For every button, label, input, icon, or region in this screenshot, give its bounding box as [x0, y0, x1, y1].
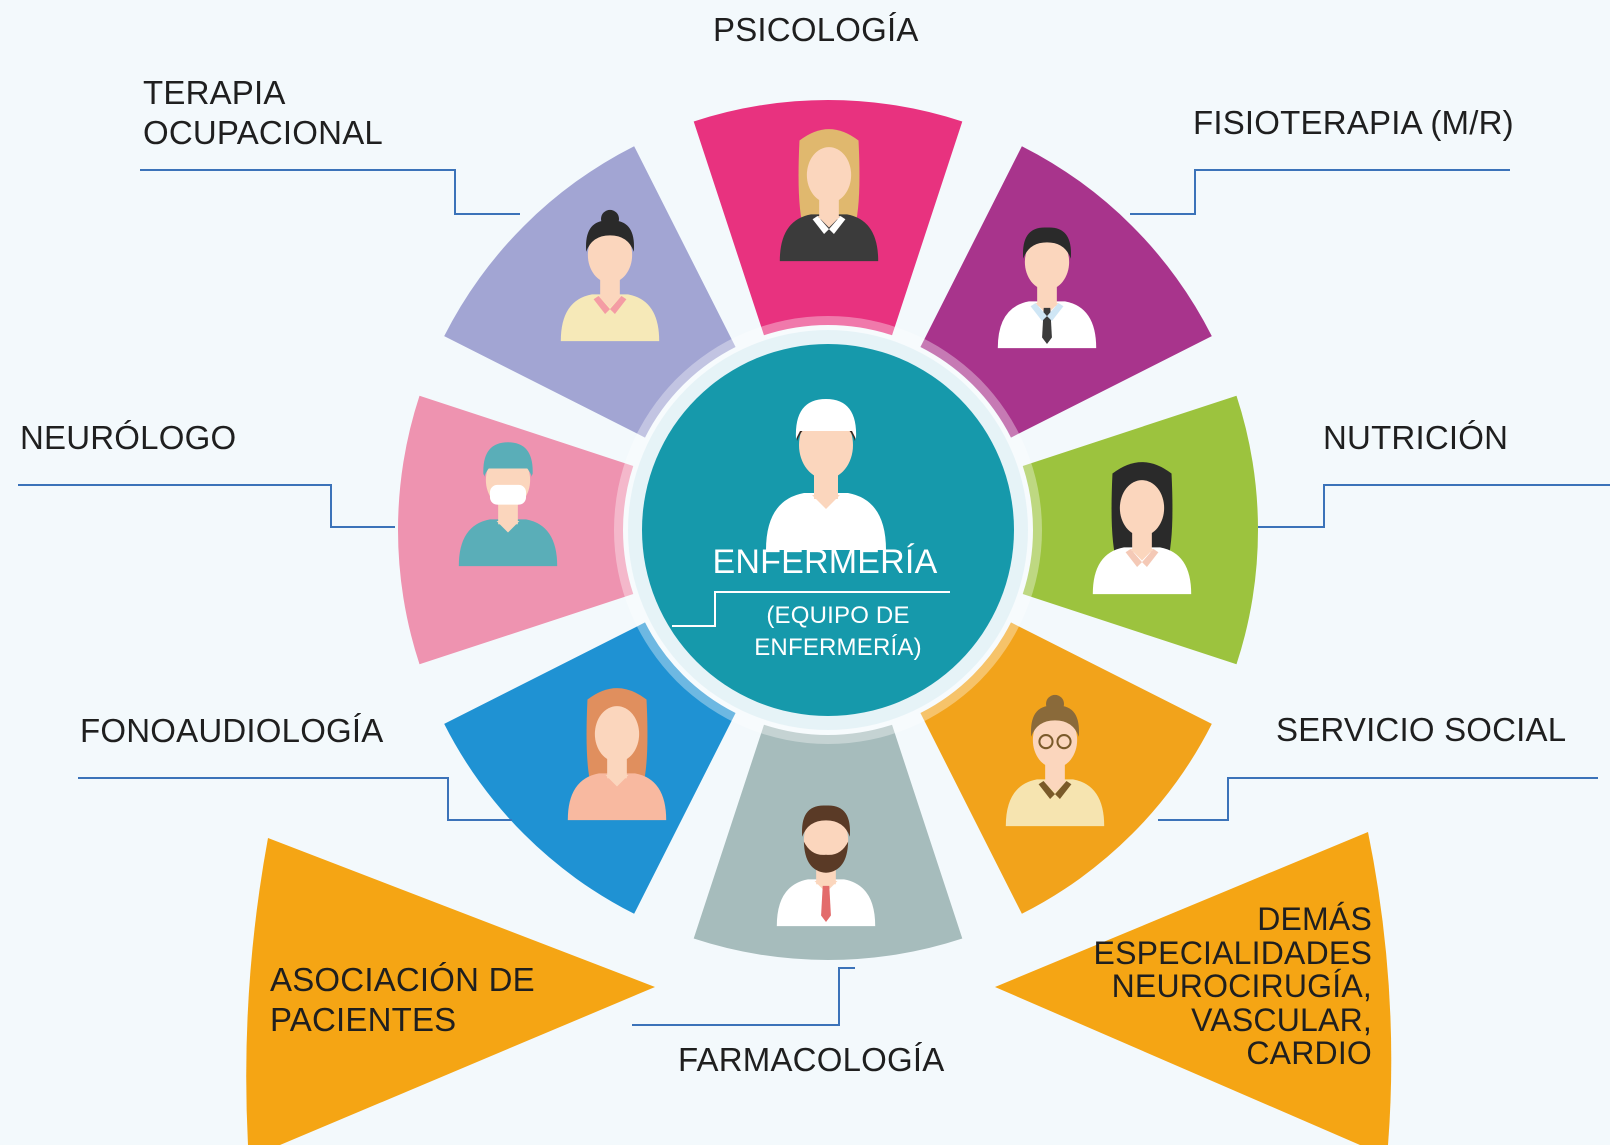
label-nutricion: NUTRICIÓN [1323, 419, 1509, 456]
connector-neurologo [18, 484, 395, 528]
segment-terapia-ocupacional [444, 146, 736, 438]
nurse-icon [766, 399, 886, 550]
center-subtitle-line1: (EQUIPO DE [766, 602, 910, 629]
connector-fonoaudiologia [78, 777, 512, 821]
segment-fisioterapia [920, 146, 1212, 438]
wedge-demas-especialidades [995, 832, 1392, 1145]
connector-terapia [140, 169, 520, 215]
label-neurologo: NEURÓLOGO [20, 419, 237, 456]
label-terapia-ocupacional: TERAPIA OCUPACIONAL [143, 74, 383, 151]
label-fisioterapia: FISIOTERAPIA (M/R) [1193, 104, 1514, 141]
label-demas-especialidades: DEMÁS ESPECIALIDADES NEUROCIRUGÍA, VASCU… [1093, 901, 1372, 1072]
wedge-asociacion-pacientes [246, 838, 655, 1145]
connector-servicio-social [1158, 777, 1598, 821]
neurologist-icon [458, 442, 558, 567]
label-psicologia: PSICOLOGÍA [713, 11, 919, 48]
center-subtitle-line2: ENFERMERÍA) [754, 634, 922, 661]
label-fonoaudiologia: FONOAUDIOLOGÍA [80, 712, 384, 749]
center-divider-line [672, 591, 950, 627]
center-title: ENFERMERÍA [712, 543, 938, 581]
speech-therapist-icon [567, 688, 667, 821]
segment-servicio-social [920, 622, 1212, 914]
label-farmacologia: FARMACOLOGÍA [678, 1041, 945, 1078]
nutritionist-icon [1092, 462, 1192, 595]
label-servicio-social: SERVICIO SOCIAL [1276, 711, 1567, 748]
connector-farmacologia [632, 967, 855, 1026]
physiotherapist-icon [997, 227, 1097, 349]
psychologist-icon [779, 129, 879, 262]
label-asociacion-pacientes: ASOCIACIÓN DE PACIENTES [270, 961, 535, 1038]
pharmacist-icon [776, 805, 876, 927]
social-worker-icon [1005, 694, 1105, 827]
occupational-therapist-icon [560, 209, 660, 342]
connector-nutricion [1258, 484, 1610, 528]
connector-fisioterapia [1130, 169, 1510, 215]
